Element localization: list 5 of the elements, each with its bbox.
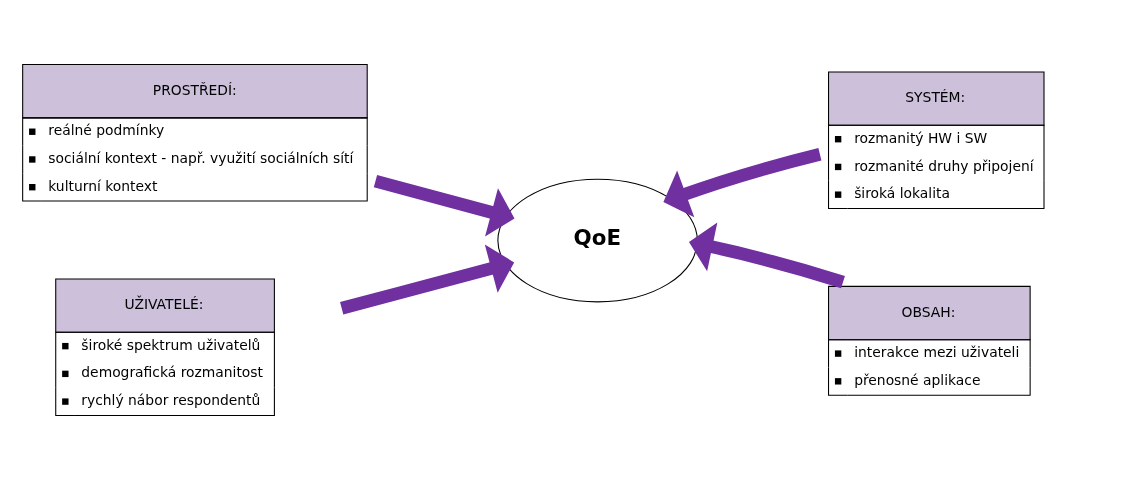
arrow (663, 148, 822, 218)
arrow (688, 222, 845, 289)
arrow (340, 244, 515, 315)
node-ellipse: QoE (497, 178, 698, 303)
arrow (373, 174, 515, 237)
